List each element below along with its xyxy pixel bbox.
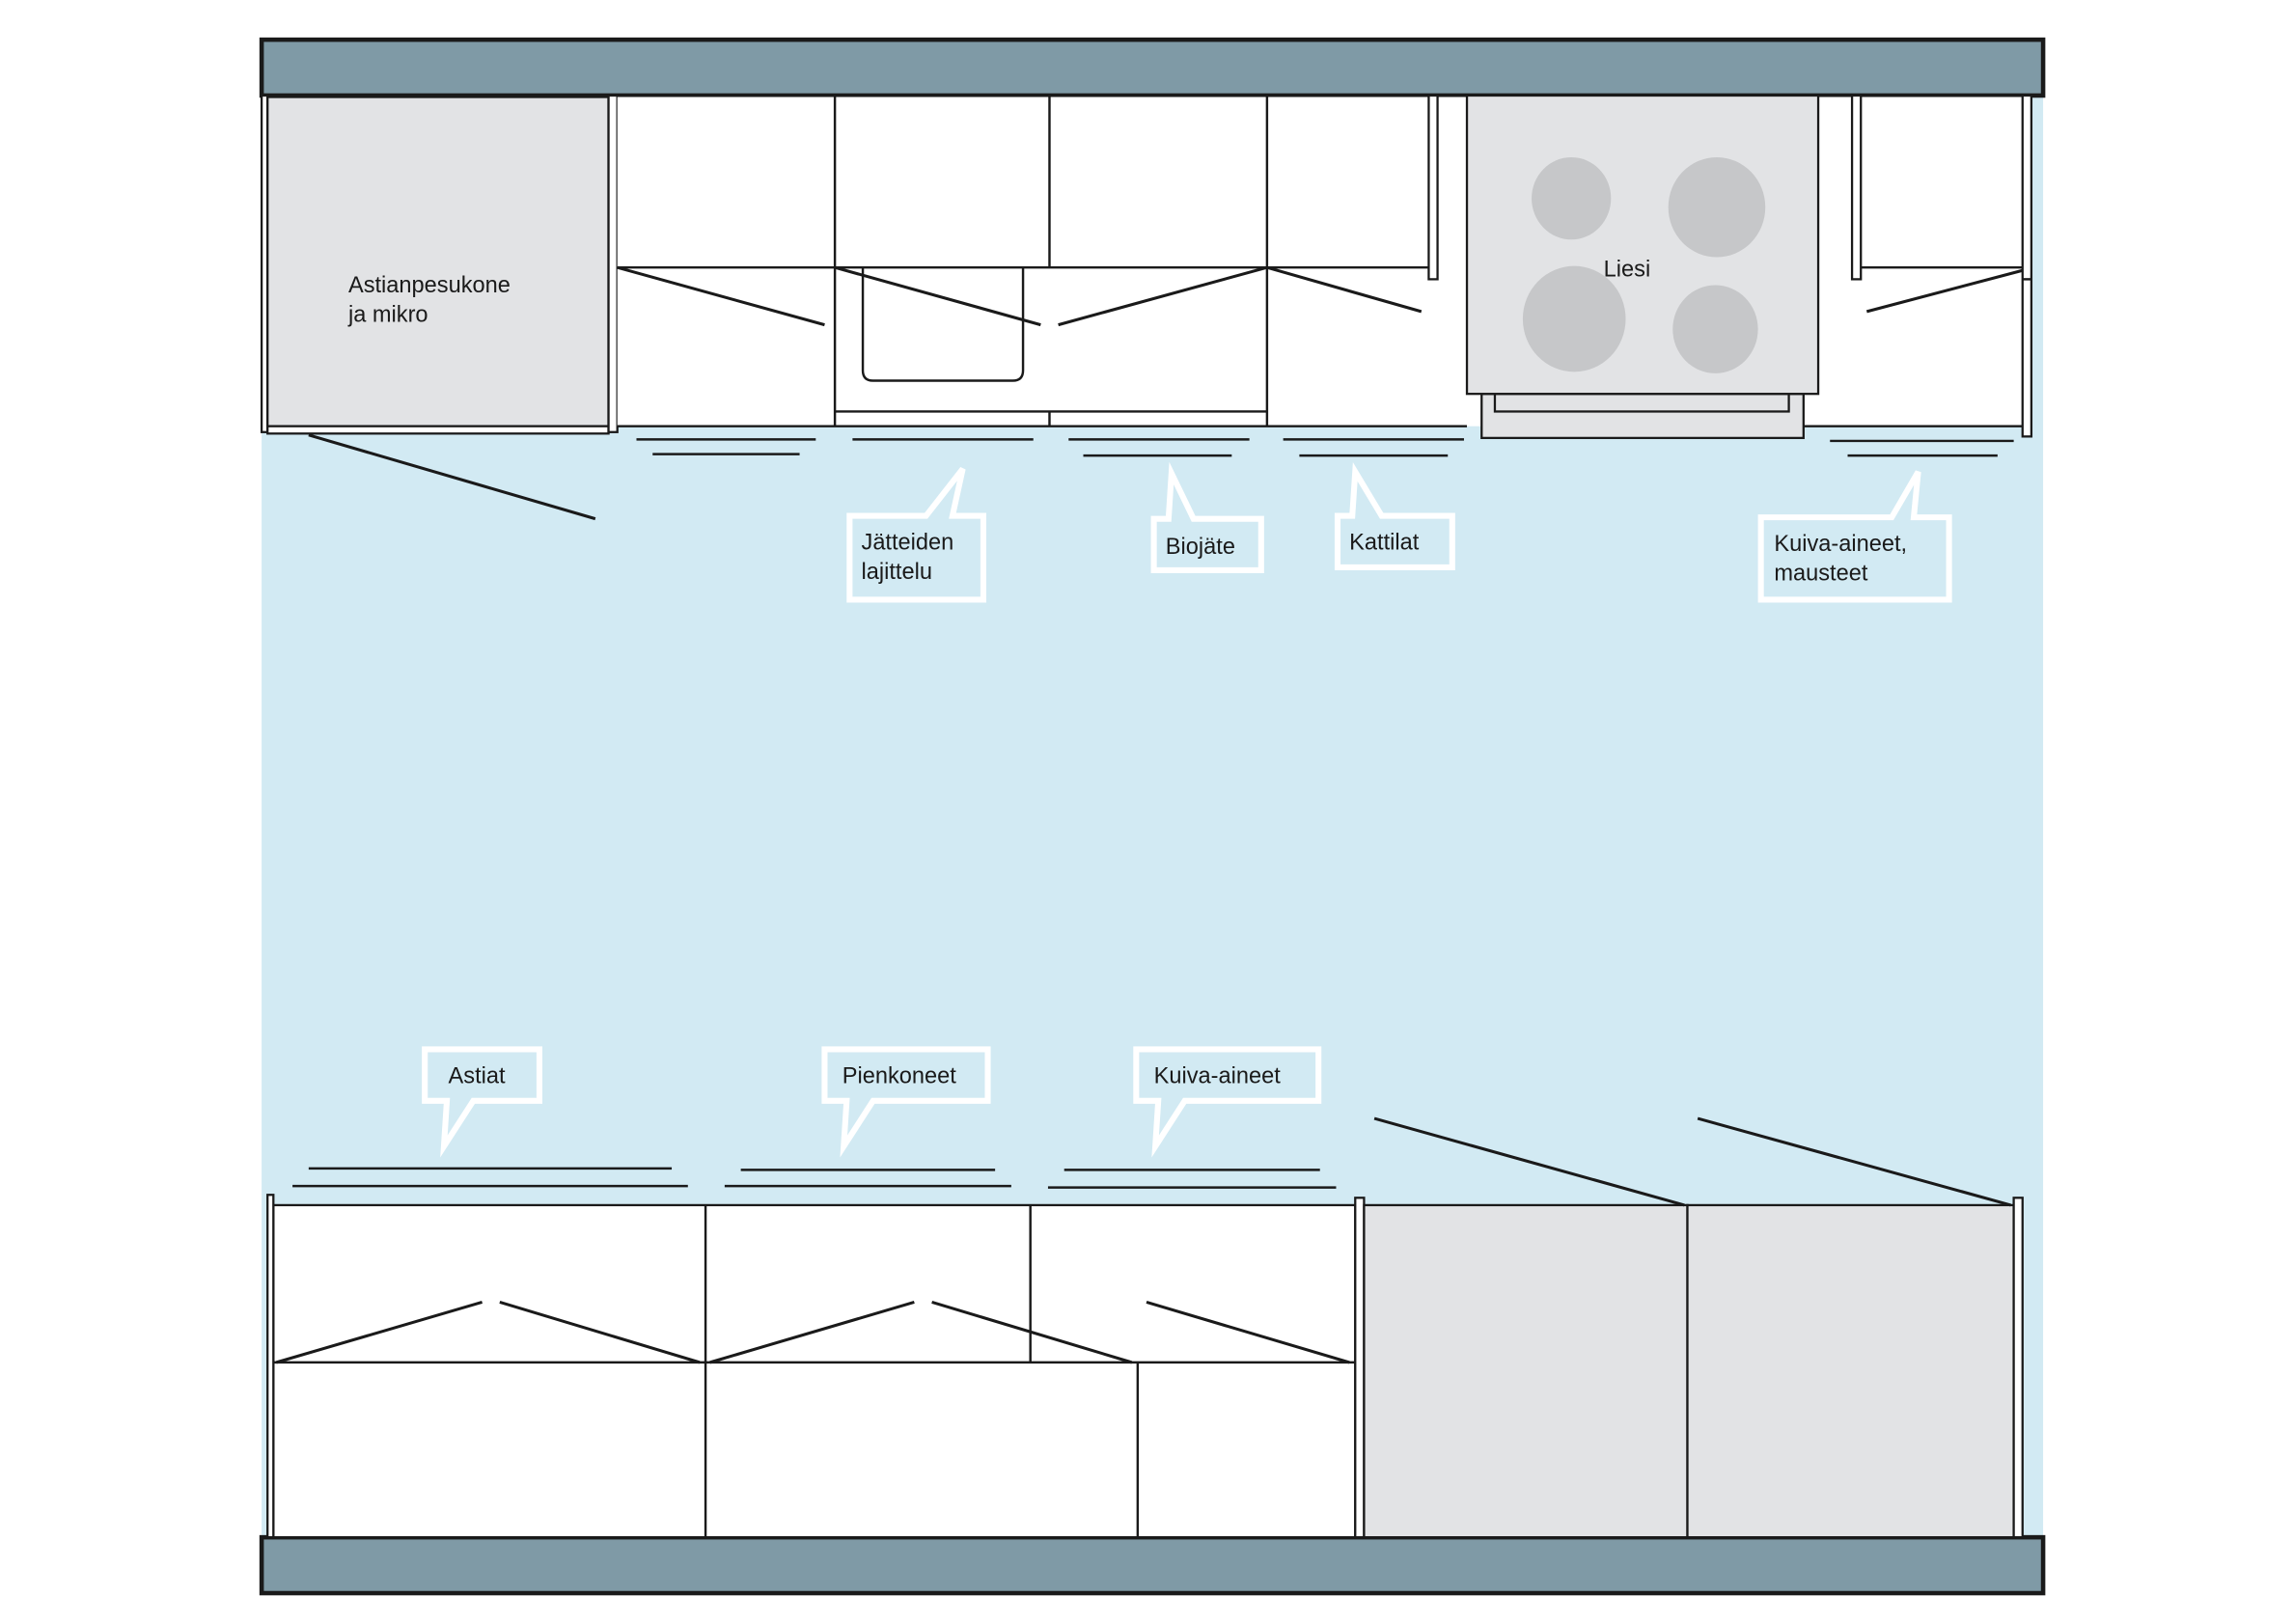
top-wall — [259, 37, 2046, 98]
burner — [1522, 265, 1626, 372]
drawer-handles-bottom — [292, 1167, 1337, 1189]
bottom-wall — [259, 1534, 2046, 1596]
burner — [1532, 156, 1612, 240]
burner — [1668, 156, 1766, 258]
svg-text:Kuiva-aineet: Kuiva-aineet — [1154, 1064, 1282, 1089]
stove[interactable]: Liesi — [1465, 94, 1820, 440]
bottom-counter — [266, 1116, 2024, 1539]
appliance-right[interactable] — [1686, 1203, 2015, 1539]
appliance-left[interactable] — [1363, 1203, 1689, 1539]
dishwasher[interactable] — [266, 96, 610, 427]
svg-text:Biojäte: Biojäte — [1166, 535, 1235, 560]
drawer-handles-top — [636, 438, 2014, 457]
svg-text:Kuiva-aineet,mausteet: Kuiva-aineet,mausteet — [1774, 532, 1907, 586]
sink — [861, 267, 1025, 382]
callout-biowaste: Biojäte — [1150, 461, 1264, 573]
callout-dishes: Astiat — [422, 1046, 543, 1158]
callout-dry-goods-spices: Kuiva-aineet,mausteet — [1757, 470, 1952, 603]
callout-pots: Kattilat — [1334, 461, 1455, 570]
svg-text:Astiat: Astiat — [449, 1064, 506, 1089]
svg-text:Kattilat: Kattilat — [1349, 531, 1420, 556]
callout-small-appliances: Pienkoneet — [821, 1046, 991, 1158]
callout-dry-goods: Kuiva-aineet — [1133, 1046, 1322, 1158]
stove-label: Liesi — [1604, 257, 1651, 282]
burner — [1672, 285, 1758, 373]
svg-text:Pienkoneet: Pienkoneet — [843, 1064, 957, 1089]
